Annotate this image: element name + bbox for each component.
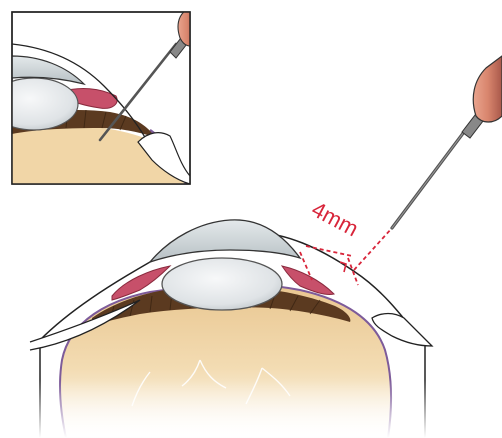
measurement-label: 4mm — [308, 196, 363, 241]
inset-closeup — [0, 4, 196, 184]
lens — [162, 258, 282, 310]
main-eye — [0, 220, 502, 438]
inset-syringe-barrel — [178, 4, 196, 46]
needle-trajectory — [354, 228, 392, 270]
syringe-barrel — [473, 56, 502, 122]
needle-icon — [392, 56, 502, 228]
